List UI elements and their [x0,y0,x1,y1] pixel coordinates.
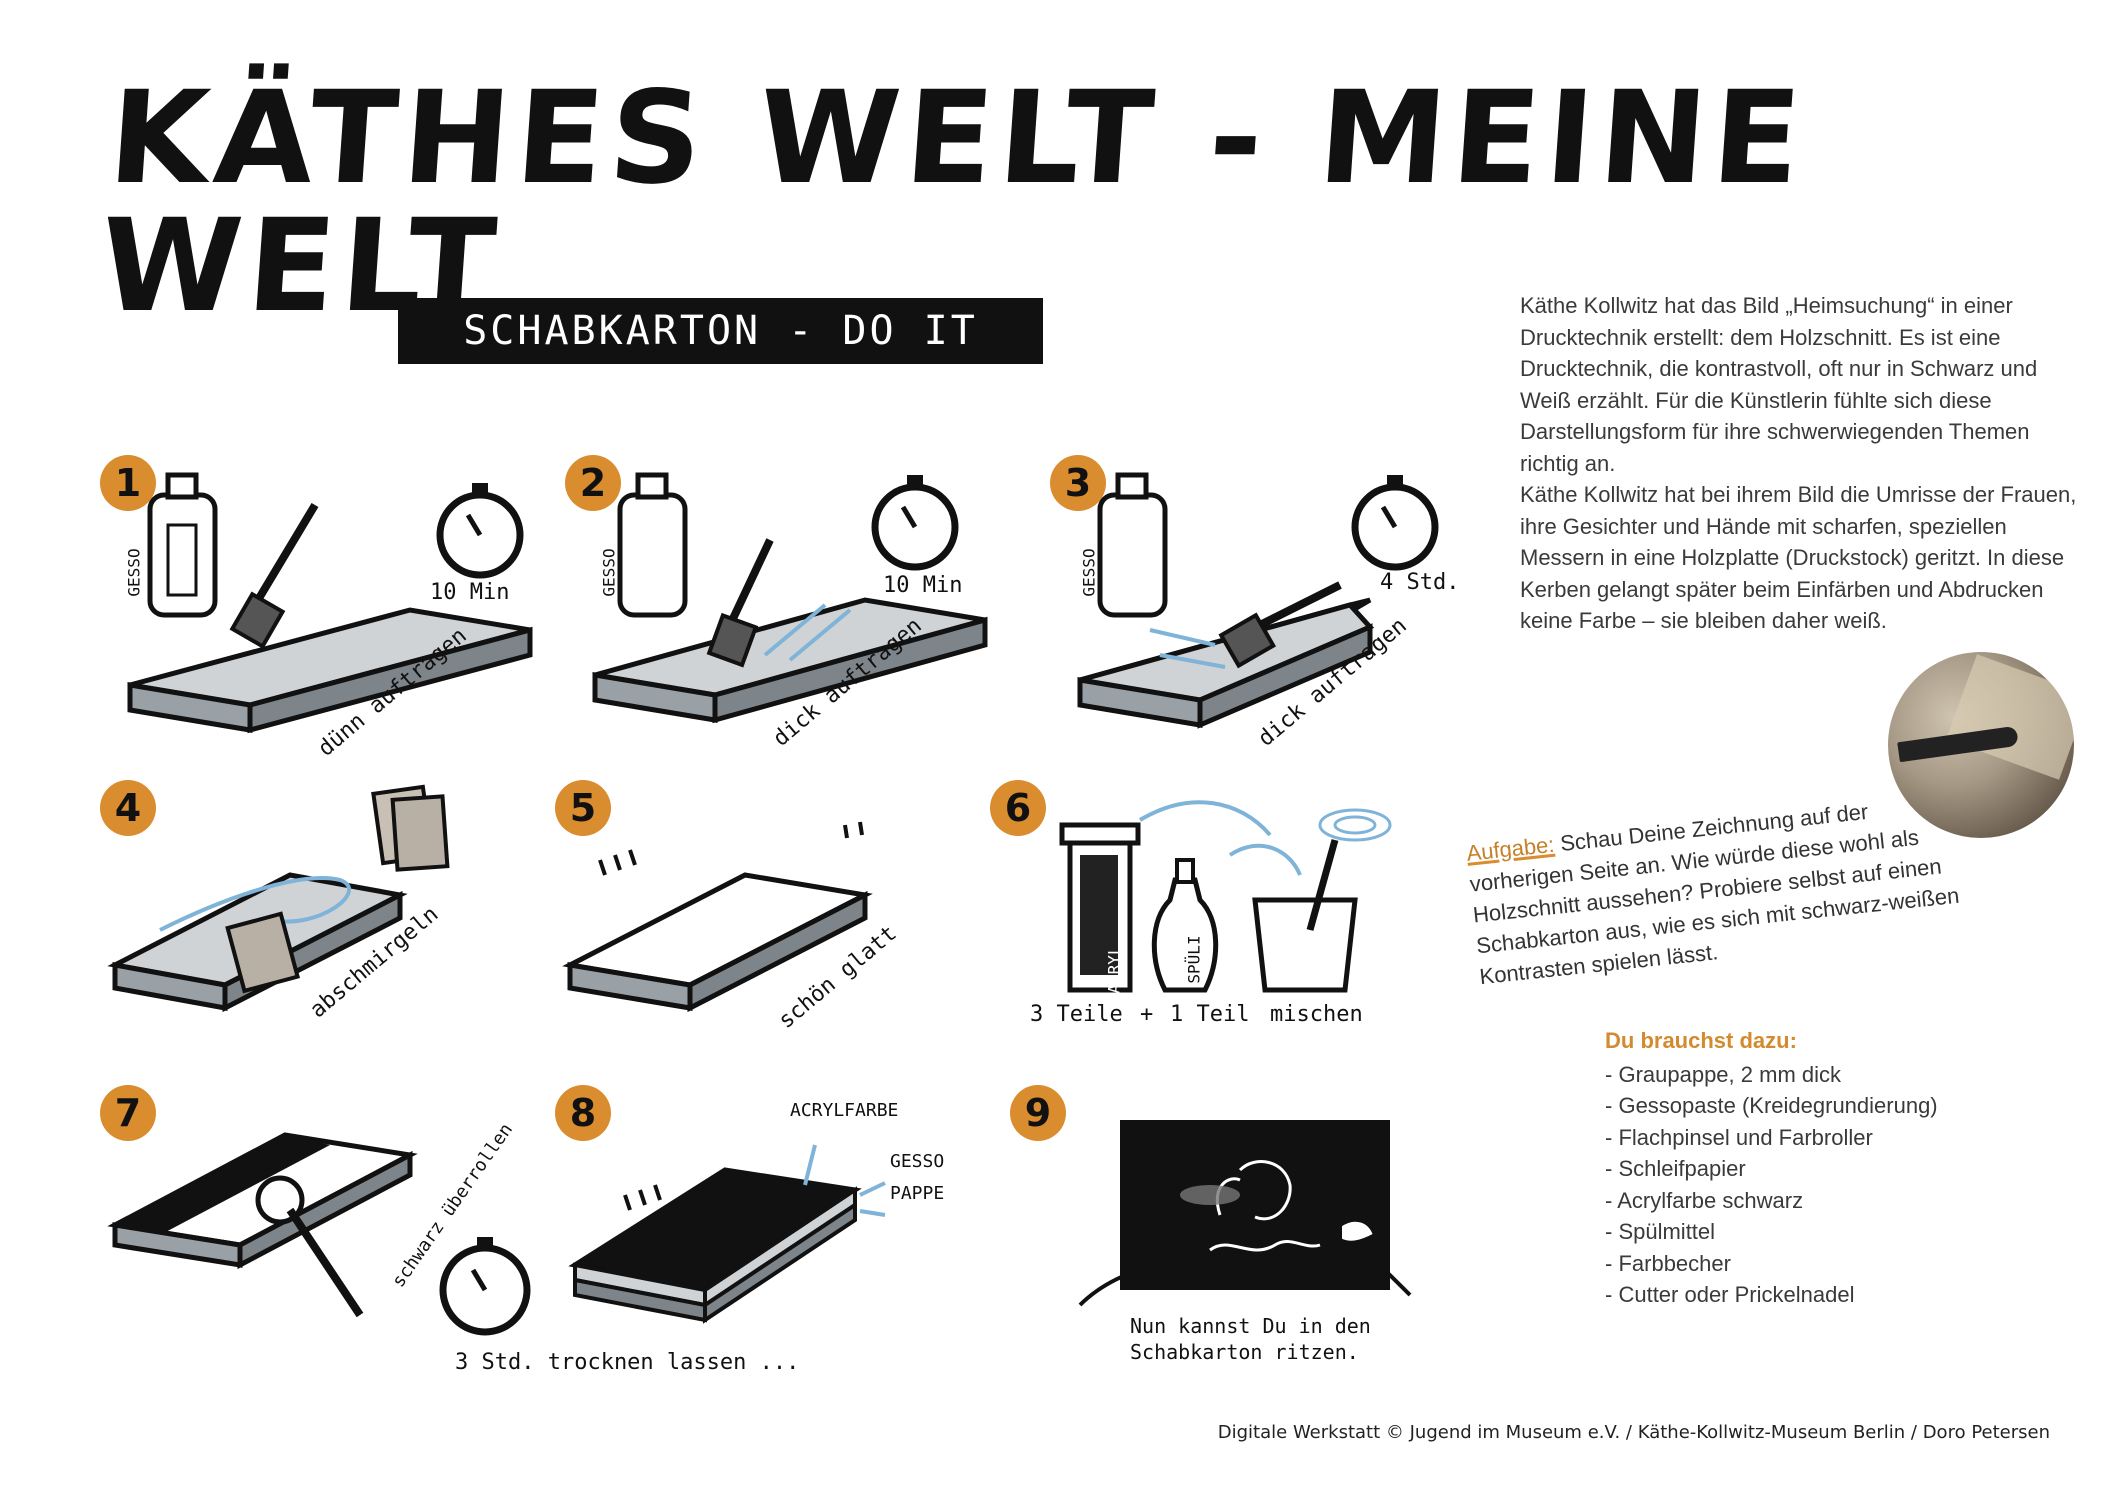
timer-label: 10 Min [883,573,963,598]
materials-list: Du brauchst dazu: Graupappe, 2 mm dick G… [1605,1025,1938,1311]
step-number: 8 [555,1085,611,1141]
step-4-illustration [107,784,450,1013]
step-number: 6 [990,780,1046,836]
step-number: 3 [1050,455,1106,511]
step-9-illustration [1078,1120,1412,1307]
step-9: 9 Nun kannst Du in den Schabkarton ritze… [1010,1085,1450,1385]
materials-heading: Du brauchst dazu: [1605,1028,1797,1053]
timer-label: 4 Std. [1380,570,1460,595]
parts-spuli: 1 Teil [1170,1002,1250,1027]
woodblock-shape [1946,654,2074,780]
step-8-illustration [568,1144,886,1324]
plus-sign: + [1140,1002,1154,1027]
task-text: Schau Deine Zeichnung auf der vorherigen… [1468,798,1961,990]
bottle-label: SPÜLI [1184,935,1204,984]
step-3: 3 GESSO 4 Std. dick auftragen [1050,455,1490,755]
material-item: Spülmittel [1605,1216,1938,1248]
step-number: 2 [565,455,621,511]
step-number: 9 [1010,1085,1066,1141]
material-item: Cutter oder Prickelnadel [1605,1279,1938,1311]
label-pappe: PAPPE [890,1183,945,1204]
step-7: 7 schwarz überrollen 3 Std. trocknen las… [100,1085,799,1385]
step-number: 7 [100,1085,156,1141]
credit-line: Digitale Werkstatt © Jugend im Museum e.… [1217,1422,2050,1443]
material-item: Gessopaste (Kreidegrundierung) [1605,1090,1937,1122]
material-item: Flachpinsel und Farbroller [1605,1122,1938,1154]
step-6-illustration [1059,800,1392,993]
step-number: 1 [100,455,156,511]
tube-label: ACRYL [1104,945,1124,994]
step-4: 4 abschmirgeln [100,780,540,1080]
parts-acryl: 3 Teile [1030,1002,1123,1027]
section-banner: SCHABKARTON - DO IT YOURSELF! [398,298,1043,420]
timer-caption: 3 Std. trocknen lassen ... [455,1350,800,1375]
step-number: 5 [555,780,611,836]
step-caption: Nun kannst Du in den Schabkarton ritzen. [1130,1314,1371,1364]
bottle-label: GESSO [599,548,619,597]
material-item: Schleifpapier [1605,1153,1938,1185]
bottle-label: GESSO [124,548,144,597]
info-paragraph: Käthe Kollwitz hat bei ihrem Bild die Um… [1520,482,2077,633]
step-5: 5 schön glatt [555,780,995,1080]
step-1: 1 GESSO 10 Min dünn auftragen [100,455,540,762]
task-box: Aufgabe: Schau Deine Zeichnung auf der v… [1465,786,1978,992]
step-8: 8 ACRYLFARBE GESSO PAPPE [555,1085,995,1345]
bottle-label: GESSO [1079,548,1099,597]
woodcut-photo [1888,652,2074,838]
step-6: 6 ACRYL SPÜLI 3 Teile + 1 Teil mischen [990,780,1450,1080]
label-acrylfarbe: ACRYLFARBE [790,1100,899,1121]
task-label: Aufgabe: [1465,831,1556,866]
step-5-illustration [562,821,873,1013]
step-2: 2 GESSO 10 Min dick auftragen [565,455,1005,755]
material-item: Graupappe, 2 mm dick [1605,1059,1938,1091]
mix-label: mischen [1270,1002,1363,1027]
step-number: 4 [100,780,156,836]
info-text: Käthe Kollwitz hat das Bild „Heimsuchung… [1520,290,2080,637]
timer-label: 10 Min [430,580,510,605]
label-gesso: GESSO [890,1151,945,1172]
info-paragraph: Käthe Kollwitz hat das Bild „Heimsuchung… [1520,293,2038,476]
step-1-illustration [127,472,533,734]
material-item: Farbbecher [1605,1248,1938,1280]
material-item: Acrylfarbe schwarz [1605,1185,1938,1217]
step-3-illustration [1077,472,1439,729]
step-2-illustration [592,472,988,724]
step-7-illustration [107,1132,531,1336]
